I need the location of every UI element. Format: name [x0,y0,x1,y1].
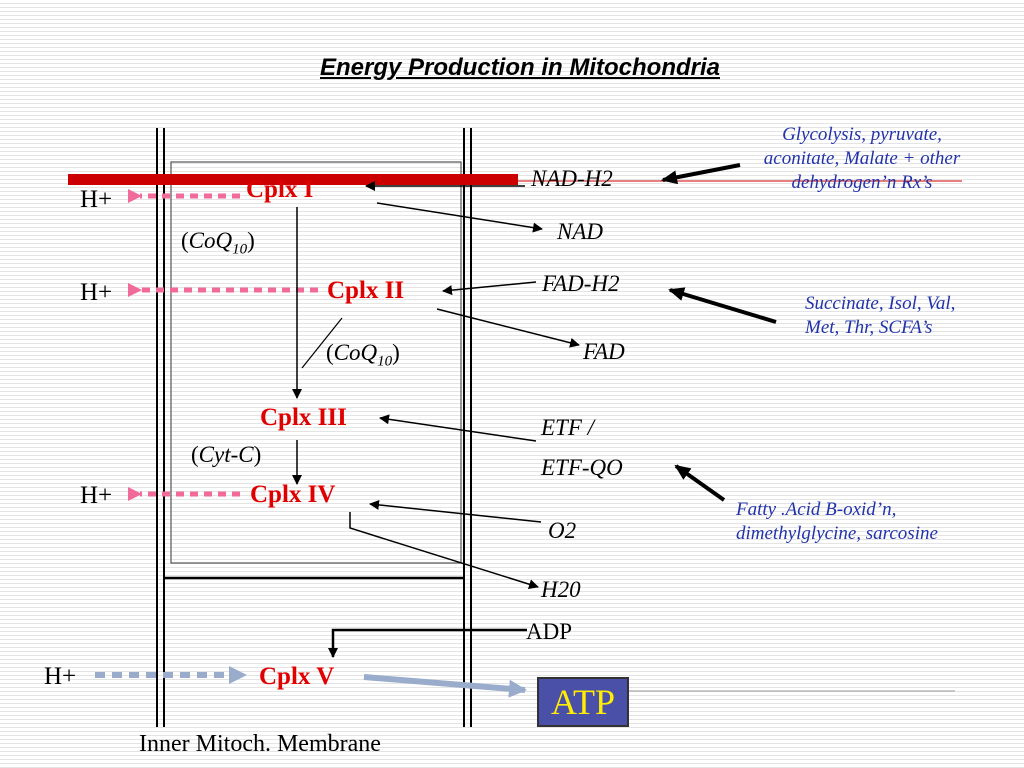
coq-carrier-1-subscript: 10 [232,241,248,258]
h2o-label: H20 [541,577,581,602]
glycolysis-note: Glycolysis, pyruvate, aconitate, Malate … [763,124,961,193]
complex-1-label: Cplx I [246,176,314,203]
proton-label-1: H+ [80,186,113,213]
proton-label-3: H+ [80,482,113,509]
etf-label: ETF / [541,415,595,440]
succinate-note: Succinate, Isol, Val, Met, Thr, SCFA’s [805,293,956,338]
page-title: Energy Production in Mitochondria [319,54,720,81]
coq-carrier-2-text: CoQ [333,340,378,365]
complex-2-label: Cplx II [327,277,405,304]
membrane-right [463,128,472,727]
adp-label: ADP [526,619,573,644]
arrow-adp [328,628,527,658]
fadh2-label: FAD-H2 [542,271,620,296]
red-bar [68,174,518,185]
membrane-left [156,128,165,727]
complex-5-label: Cplx V [259,663,335,690]
arrow-c2-to-fad [436,308,580,348]
arrow-o2-to-c4 [369,499,542,523]
arrow-succinate [668,287,777,324]
arrow-c1-to-nad [376,202,543,233]
complex-4-label: Cplx IV [250,481,336,508]
o2-label: O2 [548,518,577,543]
arrow-glycolysis [661,163,741,185]
arrow-c4-to-h2o [349,512,539,590]
cytc-carrier-text: Cyt-C [198,442,254,467]
arrow-etf-to-c3 [379,414,537,442]
membrane-label: Inner Mitoch. Membrane [139,731,381,757]
etfqo-label: ETF-QO [541,455,623,480]
coq-carrier-2: (CoQ10) [326,340,400,370]
atp-label: ATP [537,677,629,727]
nad-label: NAD [557,219,603,244]
fad-label: FAD [583,339,625,364]
coq-carrier-1: (CoQ10) [181,228,255,258]
arrow-fatty-acid [674,464,726,502]
fatty-acid-note: Fatty .Acid B-oxid’n, dimethylglycine, s… [736,499,938,544]
cplx2-link [301,317,343,369]
proton-label-4: H+ [44,663,77,690]
complex-3-label: Cplx III [260,404,347,431]
coq-carrier-1-text: CoQ [188,228,233,253]
cytc-carrier: (Cyt-C) [191,442,262,467]
matrix-box [170,161,462,564]
nadh2-label: NAD-H2 [531,166,613,191]
arrow-fadh2-to-c2 [442,281,537,296]
coq-carrier-2-subscript: 10 [377,353,393,370]
proton-label-2: H+ [80,279,113,306]
arrow-c5-to-atp [363,674,527,698]
